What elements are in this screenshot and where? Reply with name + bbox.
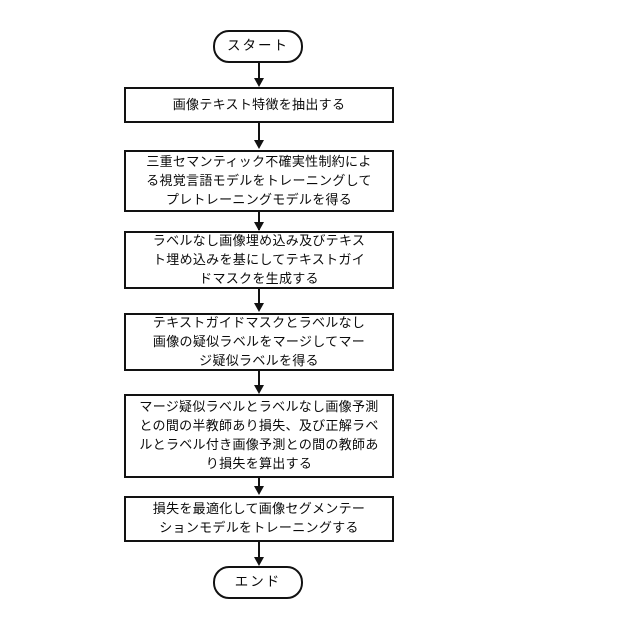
node-end[interactable]: エンド xyxy=(213,566,303,599)
node-step6[interactable]: 損失を最適化して画像セグメンテー ションモデルをトレーニングする xyxy=(124,496,394,542)
connector-start-to-step1 xyxy=(258,63,260,81)
node-end-label: エンド xyxy=(234,574,282,590)
down-arrow-icon xyxy=(253,222,264,231)
connector-step6-to-end xyxy=(258,542,260,560)
node-step3[interactable]: ラベルなし画像埋め込み及びテキス ト埋め込みを基にしてテキストガイ ドマスクを生… xyxy=(124,231,394,289)
node-step4-label: テキストガイドマスクとラベルなし 画像の疑似ラベルをマージしてマー ジ疑似ラベル… xyxy=(152,315,366,369)
node-step3-label: ラベルなし画像埋め込み及びテキス ト埋め込みを基にしてテキストガイ ドマスクを生… xyxy=(152,233,366,287)
connector-step1-to-step2 xyxy=(258,123,260,142)
connector-step2-to-step3 xyxy=(258,212,260,230)
down-arrow-icon xyxy=(253,385,264,394)
down-arrow-icon xyxy=(253,557,264,566)
down-arrow-icon xyxy=(253,486,264,495)
node-step5-label: マージ疑似ラベルとラベルなし画像予測 との間の半教師あり損失、及び正解ラベ ルと… xyxy=(139,400,379,472)
node-step1-label: 画像テキスト特徴を抽出する xyxy=(172,97,346,113)
node-start-label: スタート xyxy=(227,38,289,54)
connector-step4-to-step5 xyxy=(258,371,260,388)
node-step2-label: 三重セマンティック不確実性制約によ る視覚言語モデルをトレーニングして プレトレ… xyxy=(146,154,372,208)
node-step4[interactable]: テキストガイドマスクとラベルなし 画像の疑似ラベルをマージしてマー ジ疑似ラベル… xyxy=(124,313,394,371)
node-start[interactable]: スタート xyxy=(213,30,303,63)
node-step6-label: 損失を最適化して画像セグメンテー ションモデルをトレーニングする xyxy=(152,502,366,536)
node-step5[interactable]: マージ疑似ラベルとラベルなし画像予測 との間の半教師あり損失、及び正解ラベ ルと… xyxy=(124,394,394,478)
down-arrow-icon xyxy=(253,303,264,312)
node-step1[interactable]: 画像テキスト特徴を抽出する xyxy=(124,87,394,123)
connector-step3-to-step4 xyxy=(258,289,260,306)
down-arrow-icon xyxy=(253,140,264,149)
node-step2[interactable]: 三重セマンティック不確実性制約によ る視覚言語モデルをトレーニングして プレトレ… xyxy=(124,150,394,212)
down-arrow-icon xyxy=(253,78,264,87)
connector-step5-to-step6 xyxy=(258,478,260,490)
